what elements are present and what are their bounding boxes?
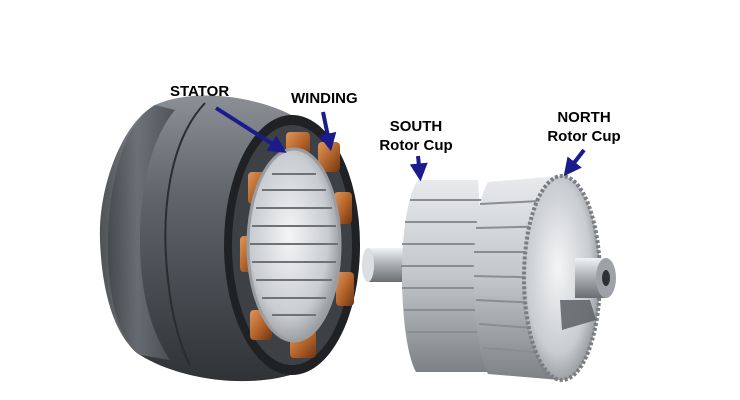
callout-arrows (214, 106, 586, 182)
south-label-line1: SOUTH (389, 118, 443, 135)
arrow-icon (214, 106, 287, 153)
winding-label: WINDING (291, 90, 358, 107)
arrow-icon (563, 148, 586, 177)
stator-label: STATOR (170, 83, 230, 100)
rotor-cup-icon (402, 180, 490, 372)
winding-icon (336, 272, 354, 306)
stator (99, 95, 360, 382)
north-rotor-cup (473, 174, 616, 382)
stator-seam (164, 102, 206, 366)
stator-slots (250, 173, 338, 316)
south-label-line2: Rotor Cup (379, 137, 453, 154)
south-rotor-cup-label: SOUTH Rotor Cup (370, 117, 462, 155)
north-label-line1: NORTH (557, 109, 611, 126)
south-rotor-cup (362, 180, 490, 372)
shaft-icon (366, 248, 406, 282)
arrow-icon (318, 111, 337, 152)
arrow-icon (409, 155, 428, 182)
north-label-line2: Rotor Cup (547, 128, 621, 145)
north-rotor-cup-label: NORTH Rotor Cup (538, 108, 630, 146)
